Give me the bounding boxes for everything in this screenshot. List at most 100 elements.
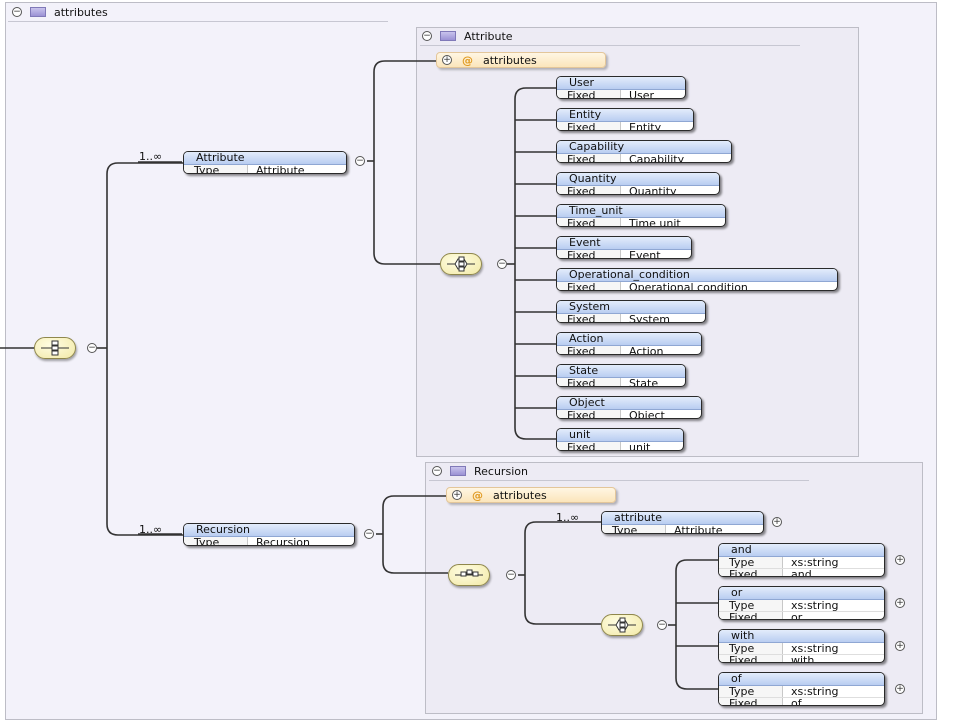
connector-choice-compositor[interactable]: [601, 614, 643, 636]
fixed-key: Fixed: [557, 378, 621, 386]
expand-icon[interactable]: +: [895, 597, 905, 608]
expand-icon[interactable]: +: [452, 489, 462, 500]
recursion-sequence-compositor[interactable]: [448, 564, 490, 586]
fixed-value: State: [629, 377, 659, 387]
header-divider: [429, 480, 809, 481]
fixed-key: Fixed: [557, 90, 621, 98]
type-value: Attribute: [256, 164, 305, 174]
fixed-key: Fixed: [557, 346, 621, 354]
fixed-key: Fixed: [557, 122, 621, 130]
collapse-icon[interactable]: −: [506, 569, 516, 580]
element-name: unit: [557, 429, 683, 442]
fixed-value: Entity: [629, 121, 662, 131]
type-key: Type: [184, 537, 248, 545]
fixed-key: Fixed: [557, 250, 621, 258]
collapse-icon[interactable]: −: [432, 465, 442, 476]
expand-icon[interactable]: +: [442, 54, 452, 65]
expand-icon[interactable]: +: [895, 683, 905, 694]
choice-icon: [608, 617, 636, 633]
type-value: xs:string: [791, 685, 839, 698]
fixed-value: Capability: [629, 153, 685, 163]
sequence-icon: [41, 340, 69, 356]
fixed-value: User: [629, 89, 655, 99]
attribute-at-icon: @: [472, 488, 483, 502]
type-key: Type: [719, 600, 783, 611]
element-name: or: [719, 587, 884, 600]
fixed-value: or: [791, 611, 803, 620]
element-name: State: [557, 365, 685, 378]
fixed-key: Fixed: [557, 410, 621, 418]
type-value: xs:string: [791, 642, 839, 655]
element-name: Entity: [557, 109, 693, 122]
element-name: Object: [557, 397, 701, 410]
element-name: Recursion: [184, 524, 354, 537]
root-label: attributes: [54, 5, 108, 19]
attribute-choice-compositor[interactable]: [440, 253, 482, 275]
fixed-key: Fixed: [719, 698, 783, 705]
collapse-icon[interactable]: −: [12, 6, 22, 17]
fixed-key: Fixed: [557, 154, 621, 162]
type-key: Type: [184, 165, 248, 173]
expand-icon[interactable]: +: [772, 516, 782, 527]
sequence-icon: [455, 569, 483, 577]
element-name: with: [719, 630, 884, 643]
fixed-value: Action: [629, 345, 664, 355]
header-divider: [8, 21, 388, 22]
fixed-value: Quantity: [629, 185, 677, 195]
fixed-key: Fixed: [719, 569, 783, 576]
collapse-icon[interactable]: −: [422, 30, 432, 41]
attributes-label: attributes: [493, 488, 547, 502]
attribute-cardinality: 1..∞: [139, 150, 163, 163]
expand-icon[interactable]: +: [895, 640, 905, 651]
fixed-key: Fixed: [557, 186, 621, 194]
collapse-icon[interactable]: −: [87, 342, 97, 353]
complex-type-icon: [440, 31, 456, 41]
header-divider: [420, 45, 800, 46]
element-name: Capability: [557, 141, 731, 154]
complex-type-icon: [30, 7, 46, 17]
collapse-icon[interactable]: −: [355, 155, 365, 166]
type-key: Type: [719, 686, 783, 697]
attribute-at-icon: @: [462, 53, 473, 67]
element-name: Action: [557, 333, 701, 346]
recursion-attributes-box[interactable]: + @ attributes: [446, 487, 616, 503]
element-name: Operational_condition: [557, 269, 837, 282]
attribute-attributes-box[interactable]: + @ attributes: [436, 52, 606, 68]
expand-icon[interactable]: +: [895, 554, 905, 565]
type-value: Recursion: [256, 536, 310, 546]
collapse-icon[interactable]: −: [657, 619, 667, 630]
complex-type-icon: [450, 466, 466, 476]
fixed-key: Fixed: [557, 314, 621, 322]
root-header: − attributes: [12, 2, 108, 22]
type-value: xs:string: [791, 599, 839, 612]
type-key: Type: [719, 643, 783, 654]
collapse-icon[interactable]: −: [364, 528, 374, 539]
type-value: xs:string: [791, 556, 839, 569]
fixed-value: with: [791, 654, 815, 663]
attribute-type-header: − Attribute: [422, 26, 513, 46]
collapse-icon[interactable]: −: [497, 258, 507, 269]
element-name: User: [557, 77, 685, 90]
root-sequence-compositor[interactable]: [34, 337, 76, 359]
